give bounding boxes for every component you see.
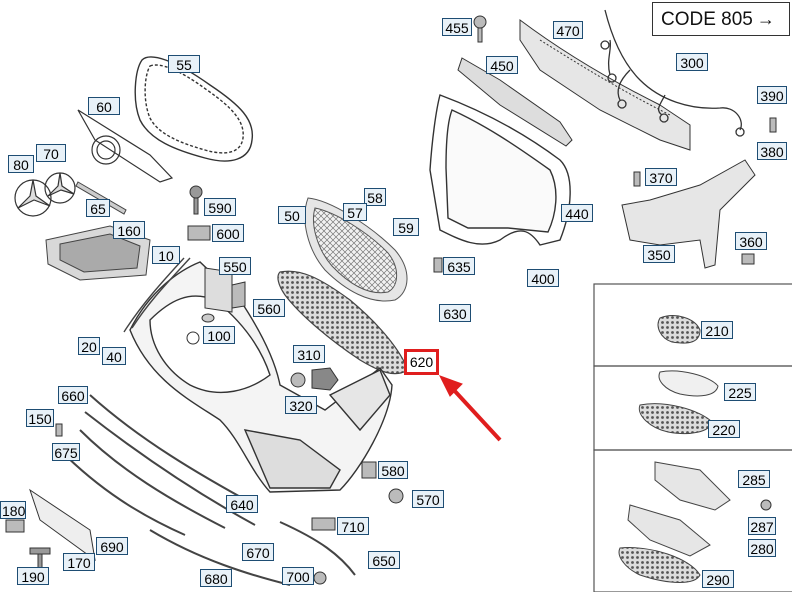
mesh-insert — [45, 225, 151, 281]
impact-bar — [457, 57, 573, 147]
callout-label[interactable]: 450 — [486, 56, 518, 74]
callout-label[interactable]: 360 — [735, 232, 767, 250]
support-bracket — [519, 19, 691, 151]
callout-label[interactable]: 680 — [200, 569, 232, 587]
callout-label[interactable]: 60 — [88, 97, 120, 115]
fog-cover — [618, 315, 731, 583]
clip — [187, 225, 211, 241]
callout-label[interactable]: 190 — [17, 567, 49, 585]
callout-label[interactable]: 455 — [442, 18, 472, 36]
callout-label[interactable]: 380 — [757, 142, 787, 160]
wiring-harness — [600, 9, 745, 137]
callout-label[interactable]: 59 — [393, 218, 419, 236]
callout-label[interactable]: 370 — [645, 168, 677, 186]
callout-label[interactable]: 70 — [36, 144, 66, 162]
center-grille-mesh — [304, 197, 408, 302]
callout-label[interactable]: 10 — [152, 246, 180, 264]
trim-strip — [75, 181, 127, 215]
callout-label[interactable]: 80 — [8, 155, 34, 173]
callout-label[interactable]: 650 — [368, 551, 400, 569]
callout-label[interactable]: 287 — [748, 517, 776, 535]
callout-label[interactable]: 630 — [439, 304, 471, 322]
callout-label[interactable]: 285 — [738, 470, 770, 488]
callout-label[interactable]: 570 — [412, 490, 444, 508]
callout-label[interactable]: 20 — [78, 337, 100, 355]
callout-label[interactable]: 580 — [378, 461, 408, 479]
callout-label[interactable]: 180 — [0, 501, 26, 519]
callout-label[interactable]: 280 — [748, 539, 776, 557]
highlighted-callout[interactable]: 620 — [404, 349, 439, 375]
code-text: CODE 805 — [661, 9, 753, 30]
callout-label[interactable]: 50 — [278, 206, 306, 224]
screw — [189, 185, 203, 215]
callout-label[interactable]: 710 — [337, 517, 369, 535]
inset-panels — [593, 283, 792, 592]
parking-sensor — [290, 367, 339, 391]
sensor-module — [204, 267, 246, 313]
callout-label[interactable]: 220 — [708, 420, 740, 438]
code-label: CODE 805→ — [652, 2, 790, 36]
callout-label[interactable]: 670 — [242, 543, 274, 561]
callout-label[interactable]: 100 — [203, 326, 235, 344]
callout-label[interactable]: 65 — [86, 199, 110, 217]
side-bracket — [621, 159, 756, 269]
callout-label[interactable]: 635 — [443, 257, 475, 275]
grille-frame — [134, 56, 254, 162]
callout-label[interactable]: 440 — [561, 204, 593, 222]
callout-label[interactable]: 310 — [293, 345, 325, 363]
callout-label[interactable]: 390 — [757, 86, 787, 104]
bolt — [29, 547, 51, 569]
callout-label[interactable]: 470 — [553, 21, 583, 39]
callout-label[interactable]: 560 — [253, 299, 285, 317]
callout-label[interactable]: 58 — [364, 188, 386, 206]
callout-label[interactable]: 350 — [643, 245, 675, 263]
lower-grille — [277, 270, 409, 375]
callout-label[interactable]: 225 — [724, 383, 756, 401]
callout-label[interactable]: 690 — [96, 537, 128, 555]
callout-label[interactable]: 640 — [226, 495, 258, 513]
lower-panel — [29, 488, 96, 562]
callout-label[interactable]: 290 — [702, 570, 734, 588]
callout-label[interactable]: 150 — [26, 409, 54, 427]
trim-strips-lower — [59, 394, 356, 586]
callout-label[interactable]: 590 — [204, 198, 236, 216]
bumper-carrier — [429, 94, 571, 246]
callout-label[interactable]: 210 — [701, 321, 733, 339]
callout-label[interactable]: 660 — [58, 386, 88, 404]
callout-label[interactable]: 700 — [282, 567, 314, 585]
highlight-arrow — [438, 375, 502, 442]
callout-label[interactable]: 40 — [102, 347, 126, 365]
fasteners — [5, 15, 777, 585]
callout-label[interactable]: 400 — [527, 269, 559, 287]
callout-label[interactable]: 170 — [63, 553, 95, 571]
callout-label[interactable]: 320 — [285, 396, 317, 414]
callout-label[interactable]: 57 — [343, 203, 367, 221]
callout-label[interactable]: 160 — [113, 221, 145, 239]
star-emblem — [14, 109, 174, 217]
callout-label[interactable]: 600 — [212, 224, 244, 242]
callout-label[interactable]: 675 — [52, 443, 80, 461]
callout-label[interactable]: 550 — [219, 257, 251, 275]
bumper-cover — [129, 261, 393, 493]
bracket-strip — [123, 257, 191, 333]
callout-label[interactable]: 300 — [676, 53, 708, 71]
arrow-right-icon: → — [756, 9, 775, 29]
washer — [186, 313, 215, 345]
callout-label[interactable]: 55 — [168, 55, 200, 73]
